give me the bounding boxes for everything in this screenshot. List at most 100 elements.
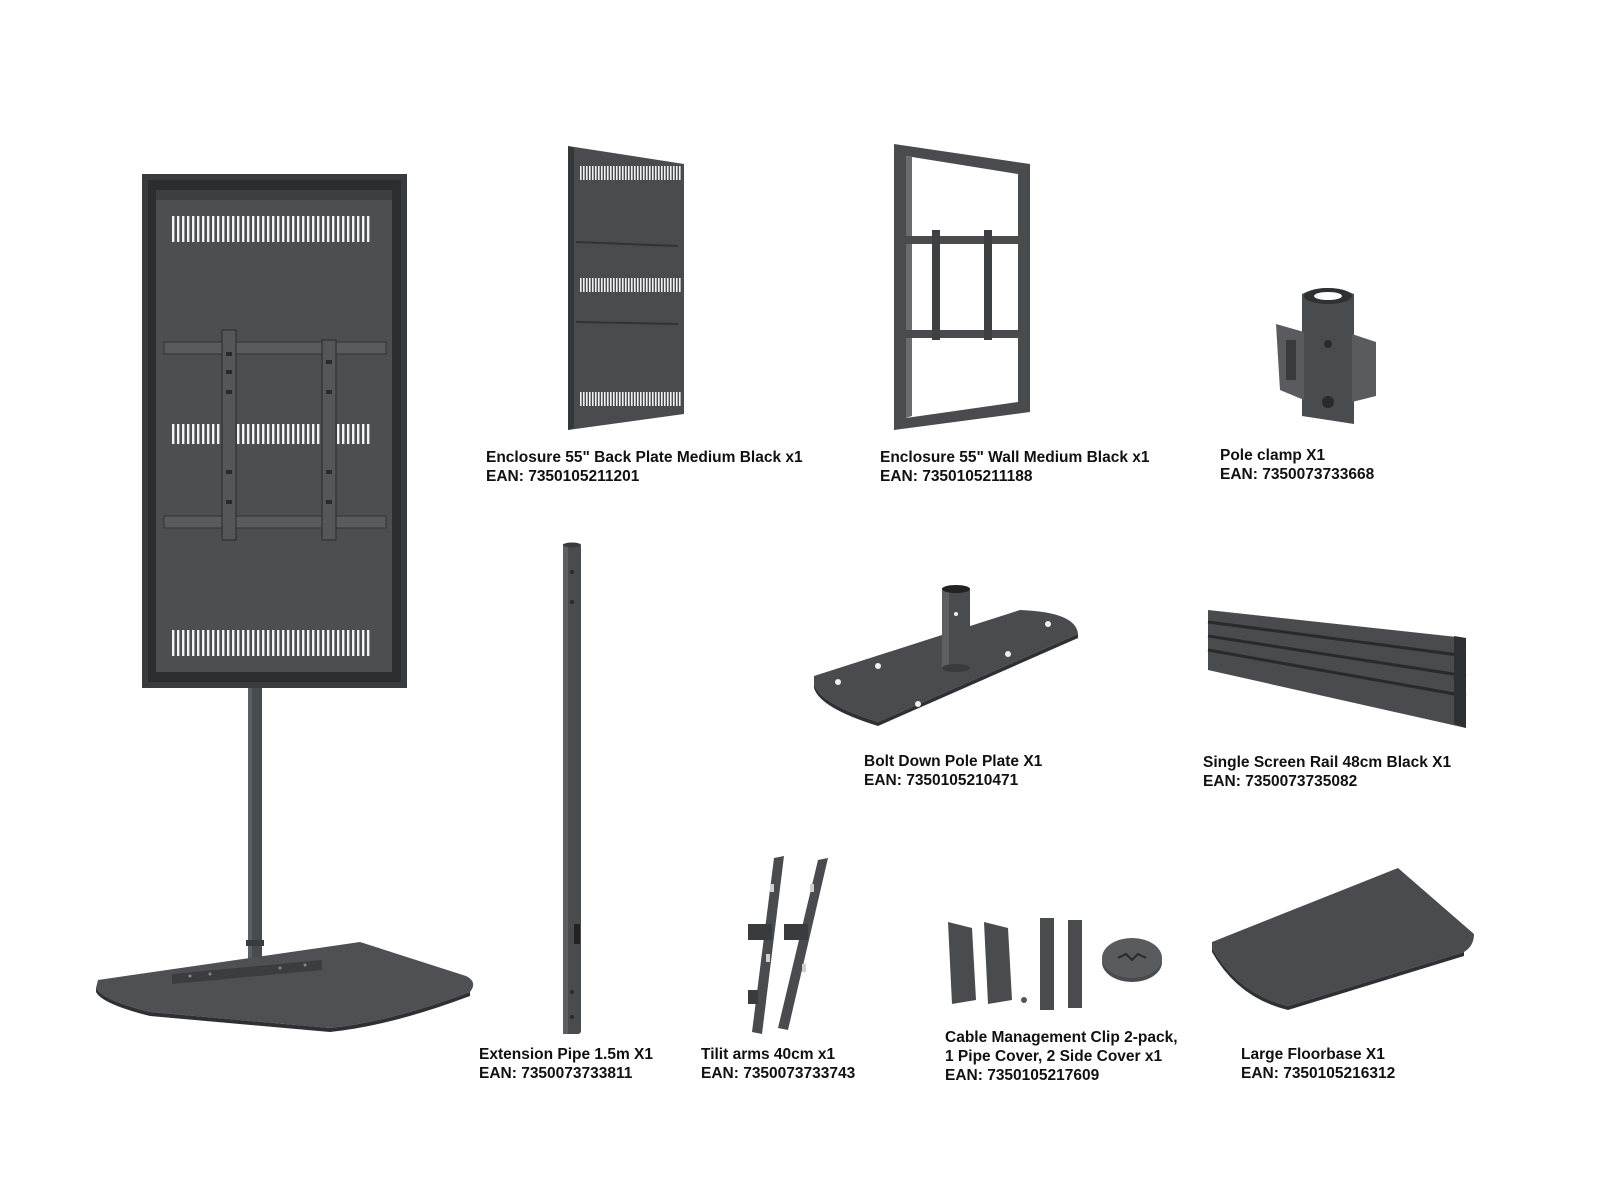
caption-back-plate: Enclosure 55" Back Plate Medium Black x1…	[486, 448, 803, 486]
caption-tilt-arms: Tilit arms 40cm x1 EAN: 7350073733743	[701, 1045, 855, 1083]
vent-slot	[287, 424, 290, 444]
vent-slot	[307, 630, 310, 656]
vent-slot	[337, 630, 340, 656]
vent-slot	[322, 630, 325, 656]
vent-slot	[357, 424, 360, 444]
vent-slot	[625, 278, 627, 292]
caption-bolt-plate: Bolt Down Pole Plate X1 EAN: 73501052104…	[864, 752, 1042, 790]
vent-slot	[595, 278, 597, 292]
vent-slot	[192, 216, 195, 242]
vent-slot	[262, 630, 265, 656]
vent-slot	[247, 630, 250, 656]
vent-slot	[277, 424, 280, 444]
vent-slot	[322, 216, 325, 242]
vent-slot	[658, 392, 660, 406]
vent-slot	[607, 392, 609, 406]
vent-slot	[367, 216, 370, 242]
vent-slot	[661, 166, 663, 180]
vent-slot	[287, 630, 290, 656]
vent-slot	[580, 278, 582, 292]
vent-slot	[187, 630, 190, 656]
vent-slot	[607, 278, 609, 292]
vent-slot	[257, 424, 260, 444]
vent-slot	[643, 166, 645, 180]
vent-slot	[652, 392, 654, 406]
vent-slot	[177, 630, 180, 656]
vent-slot	[212, 630, 215, 656]
vent-slot	[277, 630, 280, 656]
vent-slot	[679, 278, 681, 292]
vent-slot	[661, 278, 663, 292]
caption-screen-rail: Single Screen Rail 48cm Black X1 EAN: 73…	[1203, 753, 1451, 791]
vent-slot	[586, 166, 588, 180]
vent-slot	[242, 424, 245, 444]
vent-slot	[649, 278, 651, 292]
vent-slot	[342, 216, 345, 242]
vent-slot	[207, 630, 210, 656]
vent-slot	[589, 166, 591, 180]
vent-slot	[267, 216, 270, 242]
vent-slot	[583, 278, 585, 292]
vent-slot	[352, 630, 355, 656]
vent-slot	[643, 278, 645, 292]
caption-subtitle: 1 Pipe Cover, 2 Side Cover x1	[945, 1048, 1163, 1065]
vent-slot	[307, 424, 310, 444]
vent-slot	[327, 216, 330, 242]
vent-slot	[217, 216, 220, 242]
vent-slot	[182, 424, 185, 444]
back-plate-image	[566, 146, 690, 432]
vent-slot	[292, 630, 295, 656]
vent-slot	[222, 216, 225, 242]
vent-slot	[257, 216, 260, 242]
vent-slot	[357, 216, 360, 242]
vent-slot	[613, 166, 615, 180]
vent-slot	[589, 278, 591, 292]
vent-slot	[302, 216, 305, 242]
vent-slot	[317, 630, 320, 656]
vent-slot	[619, 278, 621, 292]
vent-slot	[267, 630, 270, 656]
vent-slot	[177, 216, 180, 242]
vent-slot	[217, 630, 220, 656]
vent-slot	[667, 166, 669, 180]
vent-slot	[367, 424, 370, 444]
screen-rail-image	[1204, 606, 1474, 732]
caption-title: Cable Management Clip 2-pack,	[945, 1029, 1178, 1046]
vent-slot	[352, 424, 355, 444]
vent-slot	[262, 424, 265, 444]
vent-slot	[619, 392, 621, 406]
vent-slot	[232, 216, 235, 242]
vent-slot	[257, 630, 260, 656]
vent-slot	[337, 216, 340, 242]
vent-slot	[640, 392, 642, 406]
vent-slot	[673, 392, 675, 406]
vent-slot	[342, 424, 345, 444]
vent-slot	[362, 424, 365, 444]
vent-slot	[237, 216, 240, 242]
vent-slot	[610, 392, 612, 406]
vent-slot	[646, 166, 648, 180]
vent-slot	[628, 392, 630, 406]
caption-title: Tilit arms 40cm x1	[701, 1046, 836, 1063]
vent-slot	[679, 392, 681, 406]
vent-slot	[242, 216, 245, 242]
vent-slot	[670, 166, 672, 180]
vent-slot	[337, 424, 340, 444]
vent-slot	[247, 424, 250, 444]
caption-ean: EAN: 7350073733811	[479, 1065, 633, 1082]
vent-slot	[282, 630, 285, 656]
vent-slot	[616, 166, 618, 180]
vent-slot	[347, 216, 350, 242]
vent-slot	[212, 216, 215, 242]
vent-slot	[607, 166, 609, 180]
vent-slot	[580, 392, 582, 406]
vent-slot	[242, 630, 245, 656]
vent-slot	[172, 424, 175, 444]
vent-slot	[670, 278, 672, 292]
caption-ean: EAN: 7350105211188	[880, 468, 1033, 485]
vent-slot	[192, 630, 195, 656]
caption-ean: EAN: 7350073733743	[701, 1065, 856, 1082]
vent-slot	[628, 166, 630, 180]
vent-slot	[622, 392, 624, 406]
vent-slot	[634, 392, 636, 406]
